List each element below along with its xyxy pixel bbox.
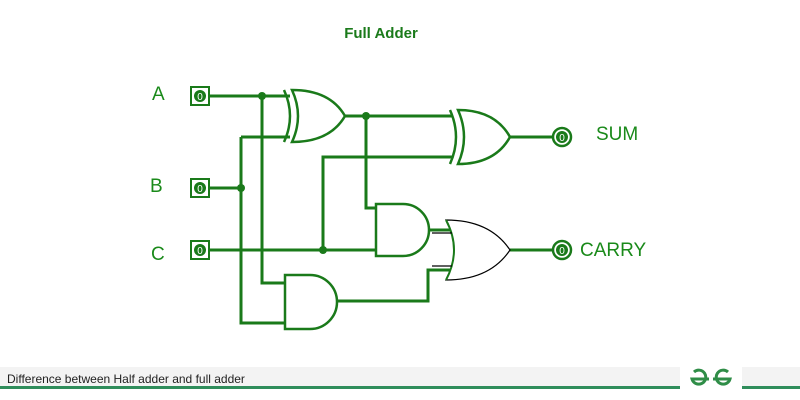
gfg-logo-icon <box>690 368 732 386</box>
junctions <box>237 92 370 254</box>
output-value-sum: 0 <box>559 133 565 144</box>
gfg-logo <box>680 364 742 394</box>
input-label-a: A <box>152 84 165 105</box>
wire-xor1-to-and1 <box>364 116 377 210</box>
input-switch-c[interactable]: 0 <box>190 240 210 260</box>
output-led-sum: 0 <box>551 126 573 148</box>
output-label-carry: CARRY <box>580 240 647 261</box>
wire-a-to-and2 <box>260 96 285 285</box>
and-gate-1 <box>374 202 431 258</box>
caption-divider-right <box>742 386 800 389</box>
input-value-b: 0 <box>197 184 203 195</box>
diagram-title: Full Adder <box>344 25 418 42</box>
input-value-c: 0 <box>197 246 203 257</box>
output-label-sum: SUM <box>596 124 639 145</box>
input-label-b: B <box>150 176 163 197</box>
or-gate <box>432 219 511 281</box>
caption-bar-right <box>742 367 800 387</box>
input-switch-b[interactable]: 0 <box>190 178 210 198</box>
wire-and2-out <box>335 268 450 303</box>
caption-bar <box>0 367 680 387</box>
input-label-c: C <box>151 244 165 265</box>
and-gate-2 <box>283 273 339 331</box>
input-switch-a[interactable]: 0 <box>190 86 210 106</box>
output-value-carry: 0 <box>559 246 565 257</box>
wire-b-vertical <box>239 137 285 325</box>
wire-c-to-xor2 <box>321 155 452 250</box>
caption-text: Difference between Half adder and full a… <box>7 372 245 386</box>
output-led-carry: 0 <box>551 239 573 261</box>
xor-gate-2 <box>448 108 512 166</box>
wires <box>210 94 553 325</box>
caption-divider <box>0 386 680 389</box>
xor-gate-1 <box>282 88 347 144</box>
input-value-a: 0 <box>197 92 203 103</box>
